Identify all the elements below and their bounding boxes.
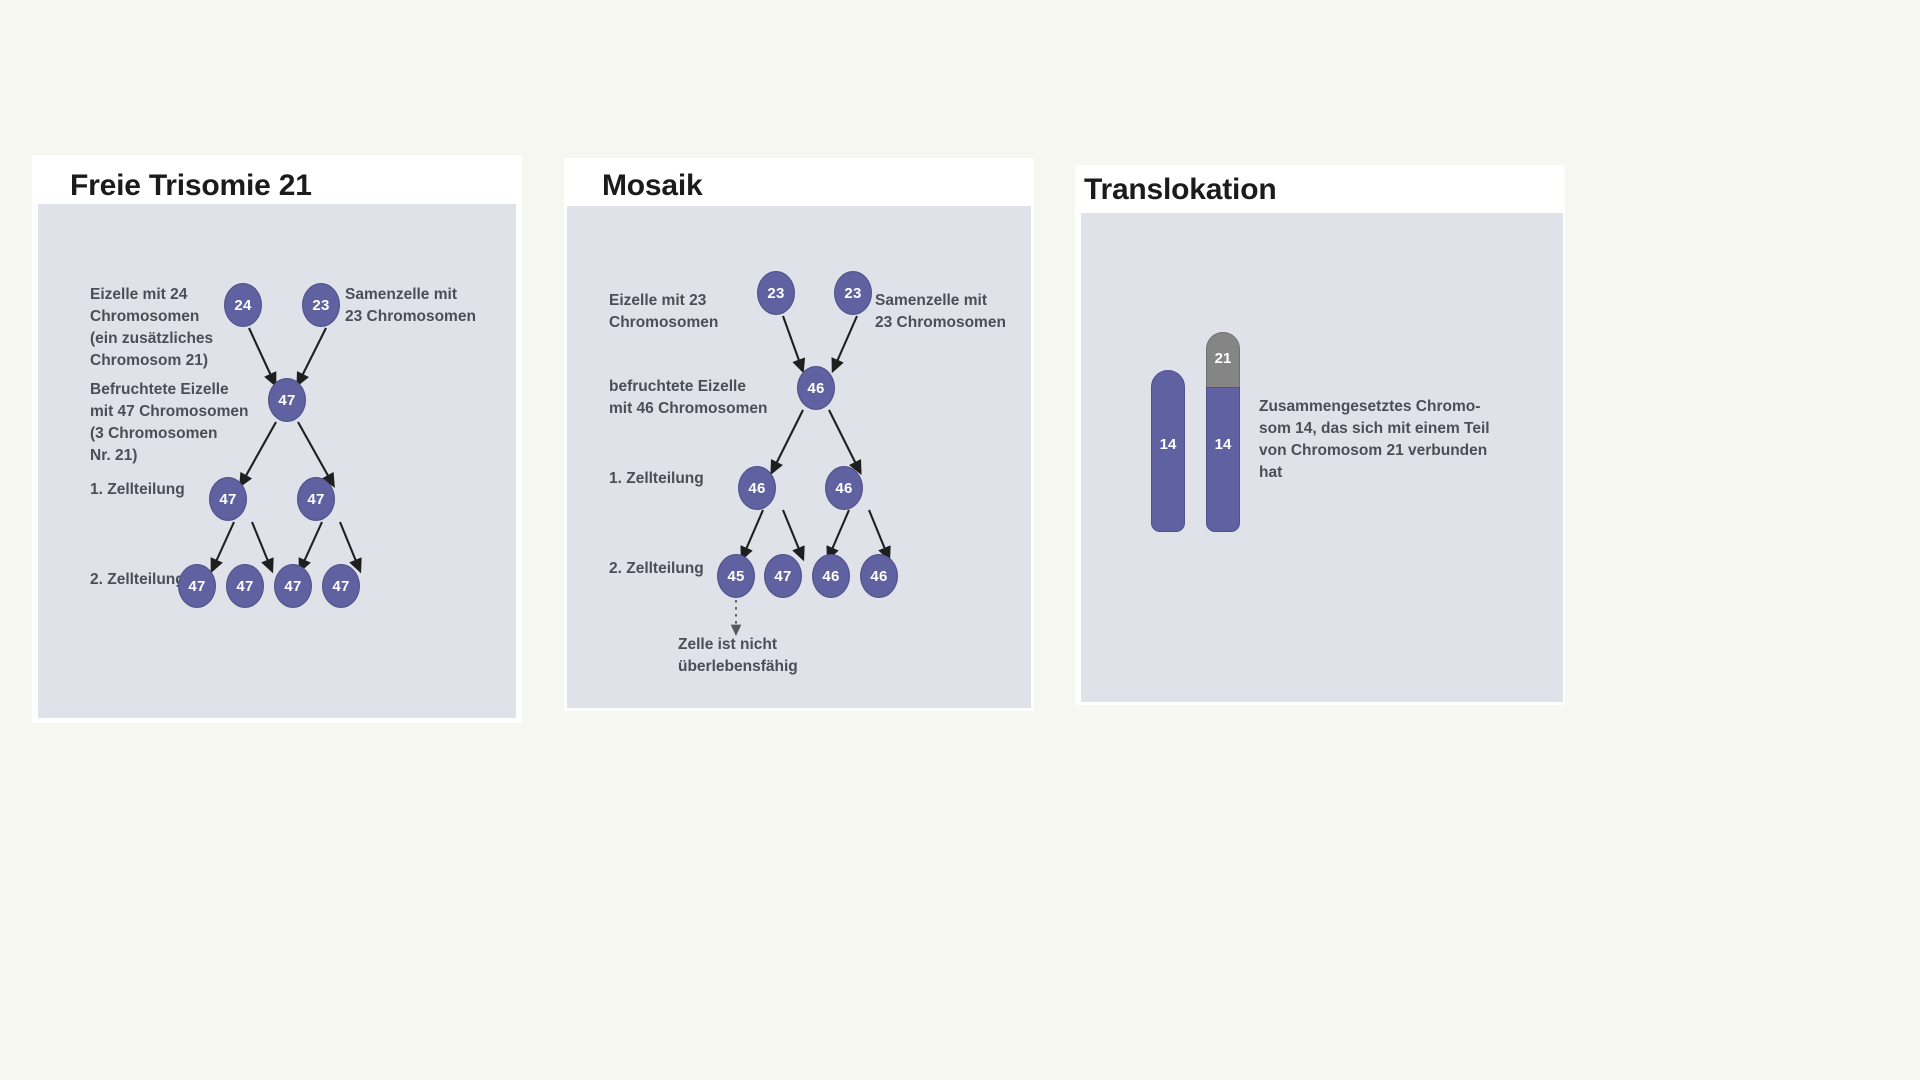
mosaic-division2-label: 2. Zellteilung	[609, 560, 704, 577]
free-trisomy-cell-div2-2: 47	[274, 564, 312, 608]
free-trisomy-division2-label: 2. Zellteilung	[90, 571, 185, 588]
free-trisomy-sperm-label: Samenzelle mit 23 Chromosomen	[345, 286, 476, 325]
mosaic-sperm-label: Samenzelle mit 23 Chromosomen	[875, 292, 1006, 331]
chromosome-14-normal-body	[1151, 370, 1185, 532]
mosaic-cell-div1-0: 46	[738, 466, 776, 510]
mosaic-cell-zygote: 46	[797, 366, 835, 410]
chromosome-14-normal: 14	[1151, 370, 1185, 532]
free-trisomy-cell-sperm: 23	[302, 283, 340, 327]
free-trisomy-cell-zygote: 47	[268, 378, 306, 422]
free-trisomy-cell-div2-0: 47	[178, 564, 216, 608]
mosaic-cell-egg: 23	[757, 271, 795, 315]
chromosome-21-fragment	[1206, 332, 1240, 388]
mosaic-cell-div1-1: 46	[825, 466, 863, 510]
translocation-caption: Zusammengesetztes Chromo- som 14, das si…	[1259, 398, 1490, 481]
mosaic-cell-div2-1: 47	[764, 554, 802, 598]
mosaic-cell-sperm: 23	[834, 271, 872, 315]
panel-free-trisomy-canvas: Eizelle mit 24 Chromosomen (ein zusätzli…	[38, 204, 516, 718]
mosaic-nonviable-note: Zelle ist nicht überlebensfähig	[678, 636, 798, 675]
free-trisomy-cell-div1-0: 47	[209, 477, 247, 521]
panel-free-trisomy-title: Freie Trisomie 21	[70, 169, 312, 202]
panel-mosaic-canvas: Eizelle mit 23 Chromosomen Samenzelle mi…	[567, 206, 1031, 708]
chromosome-14-composite-number: 14	[1214, 436, 1232, 453]
panel-translocation: Translokation 14 21 14 Zusammengesetztes…	[1075, 165, 1565, 705]
free-trisomy-division1-label: 1. Zellteilung	[90, 481, 185, 498]
free-trisomy-cell-egg: 24	[224, 283, 262, 327]
mosaic-cell-div2-3: 46	[860, 554, 898, 598]
free-trisomy-zygote-label: Befruchtete Eizelle mit 47 Chromosomen (…	[90, 381, 249, 464]
chromosome-14-composite-body	[1206, 387, 1240, 532]
mosaic-division1-label: 1. Zellteilung	[609, 470, 704, 487]
free-trisomy-egg-label: Eizelle mit 24 Chromosomen (ein zusätzli…	[90, 286, 214, 369]
panel-mosaic-title: Mosaik	[602, 169, 703, 202]
mosaic-cell-div2-0: 45	[717, 554, 755, 598]
chromosome-14-composite: 21 14	[1206, 332, 1240, 532]
chromosome-14-normal-number: 14	[1159, 436, 1177, 453]
mosaic-egg-label: Eizelle mit 23 Chromosomen	[609, 292, 719, 331]
mosaic-cell-div2-2: 46	[812, 554, 850, 598]
panel-translocation-canvas: 14 21 14 Zusammengesetztes Chromo- som 1…	[1081, 213, 1563, 702]
mosaic-arrow-layer	[730, 315, 891, 637]
panel-mosaic: Mosaik	[564, 158, 1034, 711]
free-trisomy-cell-div1-1: 47	[297, 477, 335, 521]
free-trisomy-cell-div2-3: 47	[322, 564, 360, 608]
panel-free-trisomy: Freie Trisomie 21	[32, 155, 522, 723]
chromosome-21-fragment-number: 21	[1214, 350, 1232, 367]
mosaic-zygote-label: befruchtete Eizelle mit 46 Chromosomen	[609, 378, 768, 417]
panel-translocation-title: Translokation	[1084, 173, 1277, 206]
free-trisomy-cell-div2-1: 47	[226, 564, 264, 608]
